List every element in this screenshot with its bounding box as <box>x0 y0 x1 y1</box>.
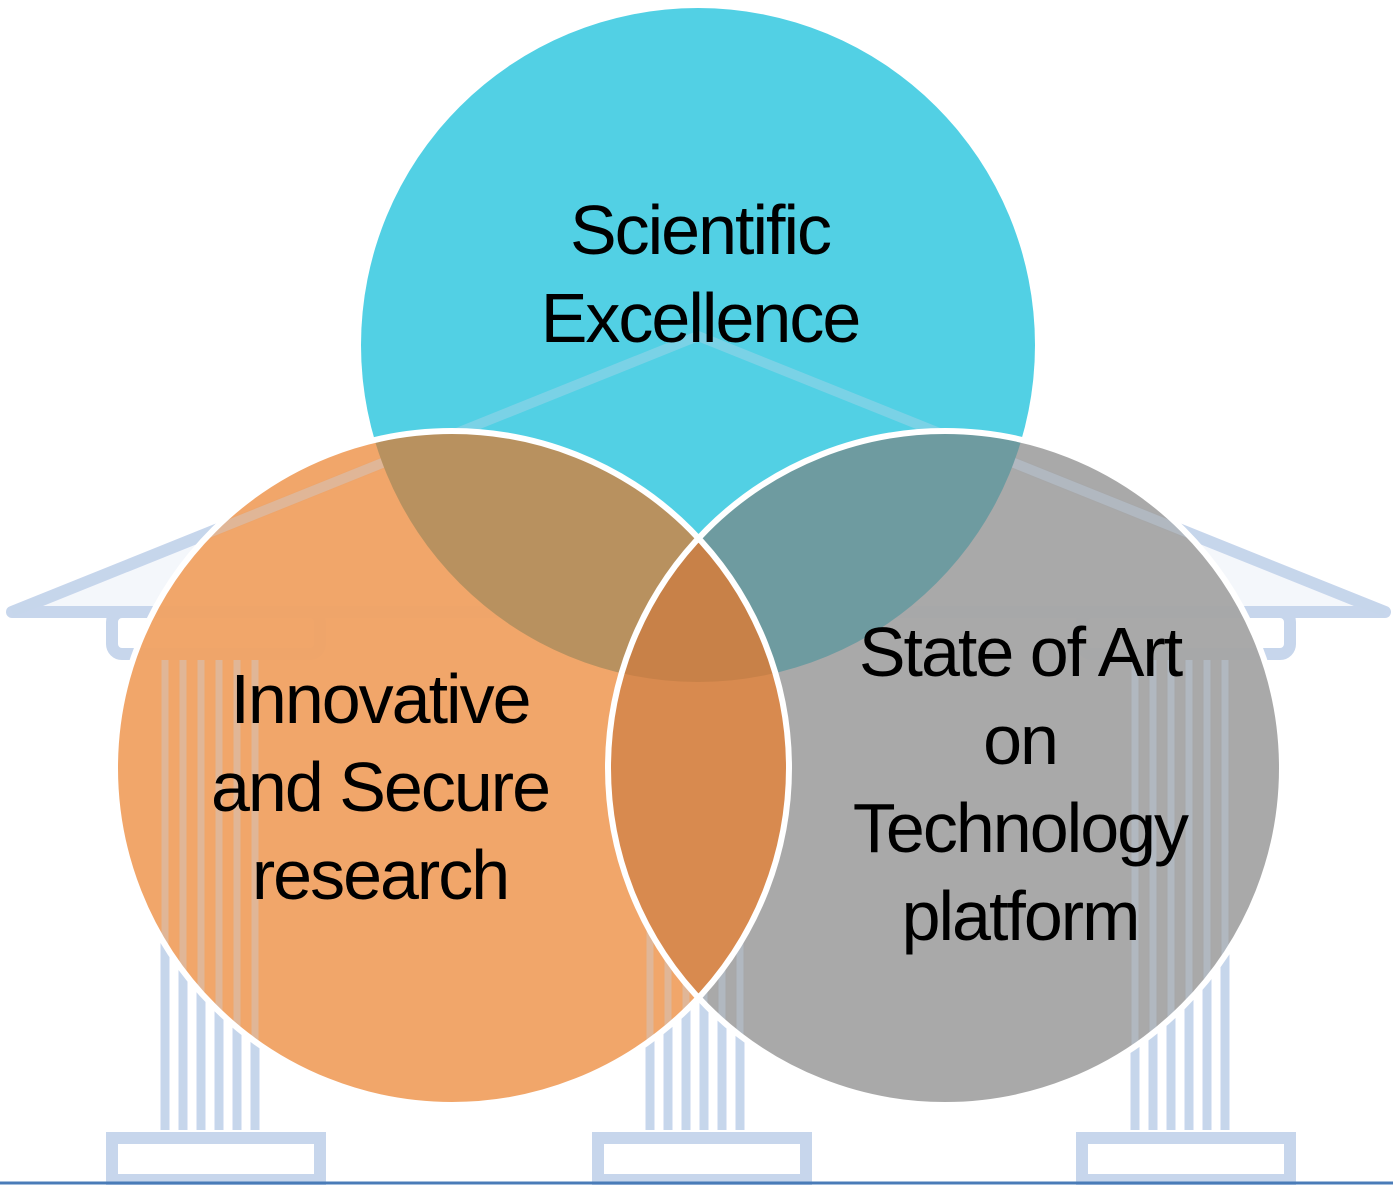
label-line: Scientific <box>569 191 832 269</box>
overlap-top-right <box>608 431 1035 682</box>
label-line: and Secure <box>210 748 551 826</box>
label-line: Excellence <box>540 279 862 357</box>
label-scientific-excellence: Scientific Excellence <box>450 186 950 362</box>
label-line: Technology <box>852 789 1189 867</box>
label-line: research <box>251 836 510 914</box>
label-line: on <box>983 701 1059 779</box>
label-line: platform <box>901 877 1141 955</box>
label-line: State of Art <box>858 613 1183 691</box>
overlap-top-left <box>361 431 789 682</box>
label-line: Innovative <box>230 660 531 738</box>
label-innovative-research: Innovative and Secure research <box>130 655 630 919</box>
label-technology-platform: State of Art on Technology platform <box>770 608 1270 960</box>
